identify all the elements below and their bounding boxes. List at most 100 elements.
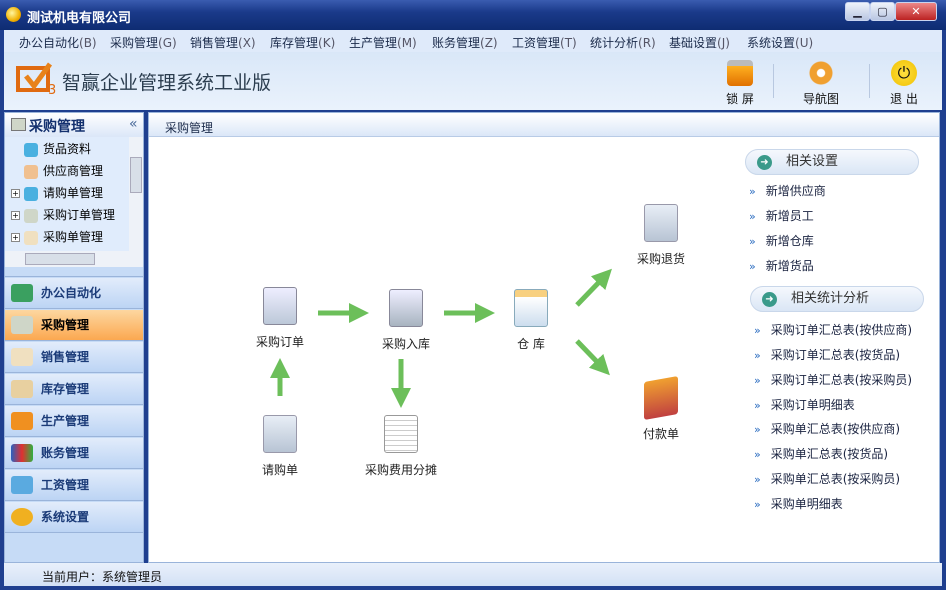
main-panel: 采购管理 采购订单 采购入库 仓 库 采购退货 付款单 请购单 采购费用分摊 ➜…: [148, 112, 940, 563]
flow-arrows: [270, 268, 612, 408]
nav-production[interactable]: 生产管理: [5, 406, 143, 437]
menu-accounting[interactable]: 账务管理(Z): [432, 36, 498, 50]
document-add-icon: [384, 415, 418, 453]
document-edit-icon: [24, 230, 38, 245]
double-chevron-icon: »: [749, 260, 756, 273]
double-chevron-icon: »: [749, 210, 756, 223]
flow-node-inbound[interactable]: 采购入库: [361, 289, 451, 352]
navigation-map-button[interactable]: 导航图: [796, 60, 846, 107]
tree-item-requisitions[interactable]: +请购单管理: [11, 186, 104, 201]
credit-card-icon: [644, 376, 678, 420]
expand-icon[interactable]: +: [11, 233, 20, 242]
nav-payroll[interactable]: 工资管理: [5, 470, 143, 501]
flow-node-payment[interactable]: 付款单: [616, 376, 706, 442]
arrow-right-icon: ➜: [762, 292, 777, 307]
sidebar-title: 采购管理: [29, 119, 85, 135]
sidebar-header: 采购管理 «: [5, 113, 143, 137]
tree-item-goods[interactable]: 货品资料: [24, 140, 91, 158]
lock-screen-button[interactable]: 锁 屏: [715, 60, 765, 107]
double-chevron-icon: »: [754, 349, 761, 362]
arrow-warehouse-to-payment: [575, 339, 610, 376]
product-title: 智赢企业管理系统工业版: [62, 72, 272, 94]
menu-system-settings[interactable]: 系统设置(U): [747, 36, 814, 50]
double-chevron-icon: »: [754, 498, 761, 511]
flow-node-cost[interactable]: 采购费用分摊: [356, 415, 446, 478]
nav-inventory[interactable]: 库存管理: [5, 374, 143, 405]
nav-purchase[interactable]: 采购管理: [5, 310, 143, 341]
menu-payroll[interactable]: 工资管理(T): [512, 36, 577, 50]
flow-node-requisition[interactable]: 请购单: [235, 415, 325, 478]
stats-link[interactable]: »采购单汇总表(按货品): [754, 447, 889, 461]
menu-inventory[interactable]: 库存管理(K): [270, 36, 336, 50]
collapse-button[interactable]: «: [129, 116, 138, 132]
double-chevron-icon: »: [754, 473, 761, 486]
stats-link[interactable]: »采购订单汇总表(按供应商): [754, 323, 913, 337]
logo-icon: 3: [16, 62, 56, 98]
flow-node-warehouse[interactable]: 仓 库: [486, 289, 576, 352]
nav-accounting[interactable]: 账务管理: [5, 438, 143, 469]
close-button[interactable]: ✕: [895, 2, 937, 21]
tree-item-purchase-bills[interactable]: +采购单管理: [11, 230, 104, 245]
menu-basic-settings[interactable]: 基础设置(J): [669, 36, 730, 50]
toolbar-divider: [773, 64, 774, 98]
link-add-goods[interactable]: »新增货品: [749, 259, 814, 273]
vertical-scrollbar[interactable]: [129, 137, 143, 251]
double-chevron-icon: »: [754, 399, 761, 412]
nav-office[interactable]: 办公自动化: [5, 278, 143, 309]
status-bar: 当前用户：系统管理员: [4, 563, 942, 586]
folder-icon: [644, 204, 678, 242]
link-add-employee[interactable]: »新增员工: [749, 209, 814, 223]
window-title: 测试机电有限公司: [27, 11, 132, 26]
menu-office[interactable]: 办公自动化(B): [19, 36, 97, 50]
gear-icon: [808, 60, 834, 86]
link-add-supplier[interactable]: »新增供应商: [749, 184, 826, 198]
tree-item-purchase-orders[interactable]: +采购订单管理: [11, 208, 116, 223]
stats-link[interactable]: »采购单汇总表(按供应商): [754, 422, 901, 436]
toolbar-divider: [869, 64, 870, 98]
stats-link[interactable]: »采购订单汇总表(按采购员): [754, 373, 913, 387]
menu-statistics[interactable]: 统计分析(R): [590, 36, 656, 50]
link-add-warehouse[interactable]: »新增仓库: [749, 234, 814, 248]
double-chevron-icon: »: [749, 235, 756, 248]
horizontal-scrollbar[interactable]: [5, 251, 143, 267]
exit-button[interactable]: ⏻退 出: [879, 60, 929, 107]
stats-link[interactable]: »采购单明细表: [754, 497, 843, 511]
bar-chart-icon: [11, 444, 33, 462]
stats-link[interactable]: »采购订单明细表: [754, 398, 855, 412]
title-bar[interactable]: 测试机电有限公司 ▁ ▢ ✕: [0, 0, 946, 30]
breadcrumb: 采购管理: [149, 113, 939, 137]
order-icon: [263, 287, 297, 325]
double-chevron-icon: »: [754, 324, 761, 337]
menu-production[interactable]: 生产管理(M): [349, 36, 417, 50]
inventory-icon: [11, 380, 33, 398]
minimize-button[interactable]: ▁: [845, 2, 870, 21]
folder-icon: [263, 415, 297, 453]
purchase-icon: [11, 118, 26, 131]
lock-icon: [727, 60, 753, 86]
tree-item-suppliers[interactable]: 供应商管理: [24, 162, 103, 180]
expand-icon[interactable]: +: [11, 211, 20, 220]
warehouse-icon: [514, 289, 548, 327]
gear-icon: [11, 508, 33, 526]
power-icon: ⏻: [891, 60, 917, 86]
stats-link[interactable]: »采购订单汇总表(按货品): [754, 348, 901, 362]
menu-purchase[interactable]: 采购管理(G): [110, 36, 177, 50]
flow-node-order[interactable]: 采购订单: [235, 287, 325, 350]
person-icon: [24, 164, 38, 179]
nav-system-settings[interactable]: 系统设置: [5, 502, 143, 533]
menu-sales[interactable]: 销售管理(X): [190, 36, 256, 50]
svg-text:3: 3: [48, 83, 56, 98]
maximize-button[interactable]: ▢: [870, 2, 895, 21]
checklist-icon: [389, 289, 423, 327]
checklist-icon: [11, 316, 33, 334]
flow-node-return[interactable]: 采购退货: [616, 204, 706, 267]
tree-view: 货品资料 供应商管理 +请购单管理 +采购订单管理 +采购单管理: [5, 137, 143, 251]
boxes-icon: [11, 412, 33, 430]
expand-icon[interactable]: +: [11, 189, 20, 198]
nav-sales[interactable]: 销售管理: [5, 342, 143, 373]
stats-section-header: ➜相关统计分析: [750, 286, 924, 312]
document-edit-icon: [11, 348, 33, 366]
stats-link[interactable]: »采购单汇总表(按采购员): [754, 472, 901, 486]
double-chevron-icon: »: [754, 448, 761, 461]
splitter[interactable]: [5, 267, 143, 277]
